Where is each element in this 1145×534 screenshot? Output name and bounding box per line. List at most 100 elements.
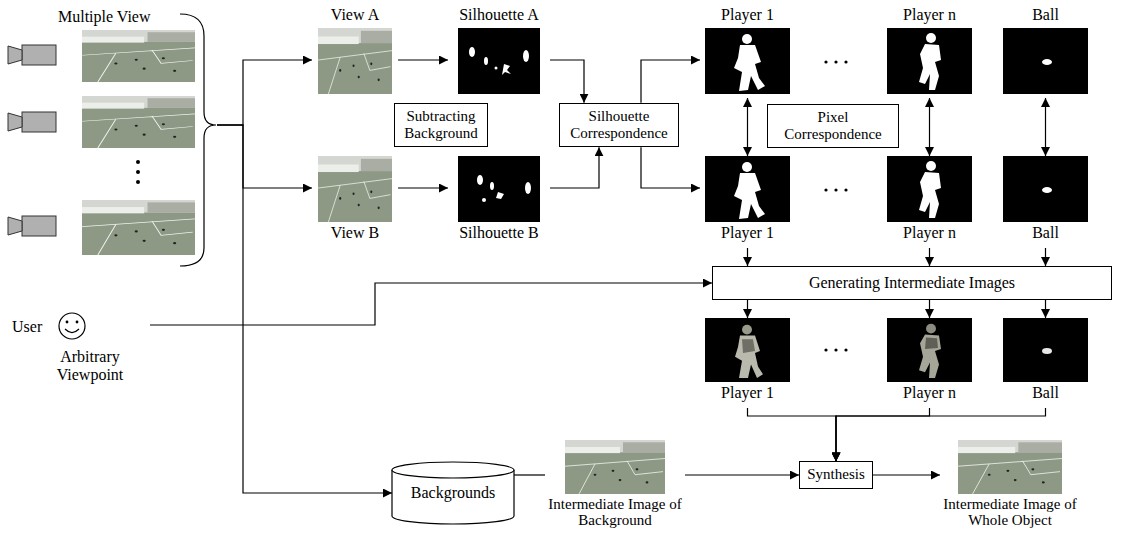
ball-image: Ball [998, 6, 1093, 98]
view-photo [318, 28, 392, 94]
face [59, 313, 85, 339]
ball-picture [1003, 318, 1088, 382]
camera-lens [8, 113, 22, 131]
camera-body [22, 45, 56, 65]
connector [550, 60, 584, 103]
image-label: Intermediate Image of Whole Object [940, 497, 1080, 529]
process-box: Generating Intermediate Images [712, 266, 1112, 300]
eye [66, 321, 69, 324]
image-label: Silhouette A [448, 6, 550, 24]
box-label: Generating Intermediate Images [809, 274, 1015, 292]
image-label: Ball [998, 6, 1093, 24]
connector [641, 147, 700, 188]
connector [747, 300, 748, 318]
connector [641, 60, 700, 103]
silhouette-image: Silhouette B [448, 156, 550, 248]
image-label: Multiple View [58, 8, 151, 26]
player-picture [705, 156, 790, 222]
cylinder-shape [392, 462, 514, 524]
player-picture [705, 28, 790, 94]
smiley-face [59, 313, 85, 339]
player-image: Player 1 [700, 6, 795, 98]
eye [76, 321, 79, 324]
connector [1045, 248, 1046, 266]
image-label: Player 1 [700, 6, 795, 24]
bracket [180, 14, 216, 266]
image-label: Player n [882, 6, 977, 24]
connector [836, 408, 1046, 461]
camera-group: Multiple View [2, 6, 217, 268]
connector [150, 283, 712, 325]
player-image: Player 1 [700, 318, 795, 408]
image-label: Ball [998, 224, 1093, 242]
image-label: Backgrounds [392, 484, 514, 502]
camera-lens [8, 217, 22, 235]
player-picture [887, 318, 972, 382]
silhouette-picture [458, 156, 540, 222]
background-photo [565, 440, 665, 494]
connector [873, 474, 940, 475]
connector [550, 147, 599, 188]
camera-photo [82, 96, 195, 148]
smile [65, 329, 79, 333]
image-label: View A [312, 6, 398, 24]
user-icon: UserArbitrary Viewpoint [8, 312, 150, 384]
process-box: Silhouette Correspondence [559, 103, 679, 148]
cylinder-top [392, 462, 514, 478]
ball-picture [1003, 156, 1088, 222]
silhouette-picture [458, 28, 540, 94]
player-image: Player n [882, 318, 977, 408]
ball-image: Ball [998, 156, 1093, 248]
connector [747, 248, 748, 266]
camera-body [22, 112, 56, 132]
camera-photo [82, 200, 195, 255]
image-label: Arbitrary Viewpoint [36, 348, 144, 383]
camera-body [22, 216, 56, 236]
process-box: Pixel Correspondence [767, 104, 899, 149]
connector [929, 98, 930, 156]
player-image: Player 1 [700, 156, 795, 248]
player-image: Player n [882, 6, 977, 98]
ball-picture [1003, 28, 1088, 94]
camera-icons [8, 45, 56, 236]
player-image: Player n [882, 156, 977, 248]
player-picture [705, 318, 790, 382]
connector [1045, 300, 1046, 318]
connector [929, 248, 930, 266]
process-box: Synthesis [799, 461, 873, 488]
image-label: Ball [998, 384, 1093, 402]
vertical-dots [136, 160, 140, 184]
box-label: Subtracting Background [401, 108, 481, 143]
image-label: Intermediate Image of Background [545, 497, 685, 529]
connector [217, 60, 312, 125]
connector [217, 125, 312, 188]
connector [1045, 98, 1046, 156]
connector [398, 187, 448, 188]
image-label: Player n [882, 384, 977, 402]
view-photo [318, 156, 392, 222]
connector [747, 98, 748, 156]
connector [685, 474, 799, 475]
process-box: Subtracting Background [394, 103, 488, 148]
camera-photo [82, 30, 195, 82]
image-label: Player 1 [700, 384, 795, 402]
ball-image: Ball [998, 318, 1093, 408]
player-picture [887, 156, 972, 222]
image-label: View B [312, 224, 398, 242]
connector [929, 300, 930, 318]
image-label: Player n [882, 224, 977, 242]
connector [398, 59, 448, 60]
connector [514, 474, 545, 475]
connector [748, 408, 837, 461]
view-image: View B [312, 156, 398, 248]
box-label: Synthesis [807, 466, 865, 483]
box-label: Silhouette Correspondence [566, 108, 672, 143]
player-picture [887, 28, 972, 94]
database-cylinder: Backgrounds [392, 462, 514, 524]
view-image: View A [312, 6, 398, 98]
result-photo [958, 440, 1062, 494]
image-label: User [12, 318, 42, 336]
camera-lens [8, 46, 22, 64]
silhouette-image: Silhouette A [448, 6, 550, 98]
